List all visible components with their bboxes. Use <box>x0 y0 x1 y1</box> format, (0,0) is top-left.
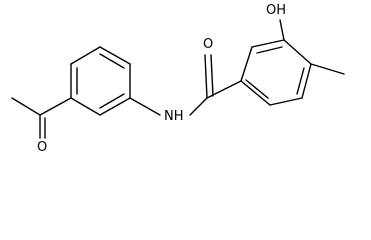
bond-carbonyl-right-ring <box>206 80 242 99</box>
right-ring-bond-3 <box>283 39 312 65</box>
bond-amide-carbonyl-oxygen-1 <box>204 54 208 99</box>
right-ring-bond-2 <box>251 39 285 48</box>
right-ring-substituents <box>279 19 345 75</box>
right-ring-bond-4 <box>301 63 312 99</box>
right-ring-inner-bond-2 <box>296 67 305 95</box>
bond-ring-nh <box>129 97 161 116</box>
right-benzene-ring <box>240 39 312 106</box>
left-ring-inner-bond-2 <box>99 53 125 69</box>
amide-nh-label: NH <box>164 109 184 124</box>
acetyl-group <box>11 97 72 139</box>
acetyl-oxygen-label: O <box>37 140 47 155</box>
amide-oxygen-label: O <box>203 37 213 52</box>
amide-linkage <box>129 54 242 116</box>
bond-carbonyl-ring <box>39 97 72 116</box>
right-ring-bond-5 <box>269 97 303 106</box>
left-ring-bond-3 <box>99 46 131 65</box>
bond-amide-carbonyl-oxygen-2 <box>210 54 214 97</box>
right-ring-bond-6 <box>240 80 271 106</box>
right-ring-bond-1 <box>240 46 253 82</box>
left-ring-bond-2 <box>70 46 101 65</box>
chemical-structure-diagram: OH O NH O <box>11 3 345 155</box>
left-ring-bond-6 <box>70 97 101 116</box>
right-ring-inner-bond-1 <box>256 46 283 54</box>
bond-ring-methyl <box>310 63 345 75</box>
left-benzene-ring <box>70 46 131 116</box>
left-ring-inner-bond-3 <box>99 93 125 109</box>
bond-ring-hydroxyl <box>279 19 285 41</box>
left-ring-bond-5 <box>99 97 131 116</box>
bond-nh-carbonyl <box>189 97 208 116</box>
bond-methyl-carbonyl <box>11 97 41 116</box>
right-ring-inner-bond-3 <box>245 79 269 99</box>
hydroxyl-label: OH <box>266 3 286 18</box>
